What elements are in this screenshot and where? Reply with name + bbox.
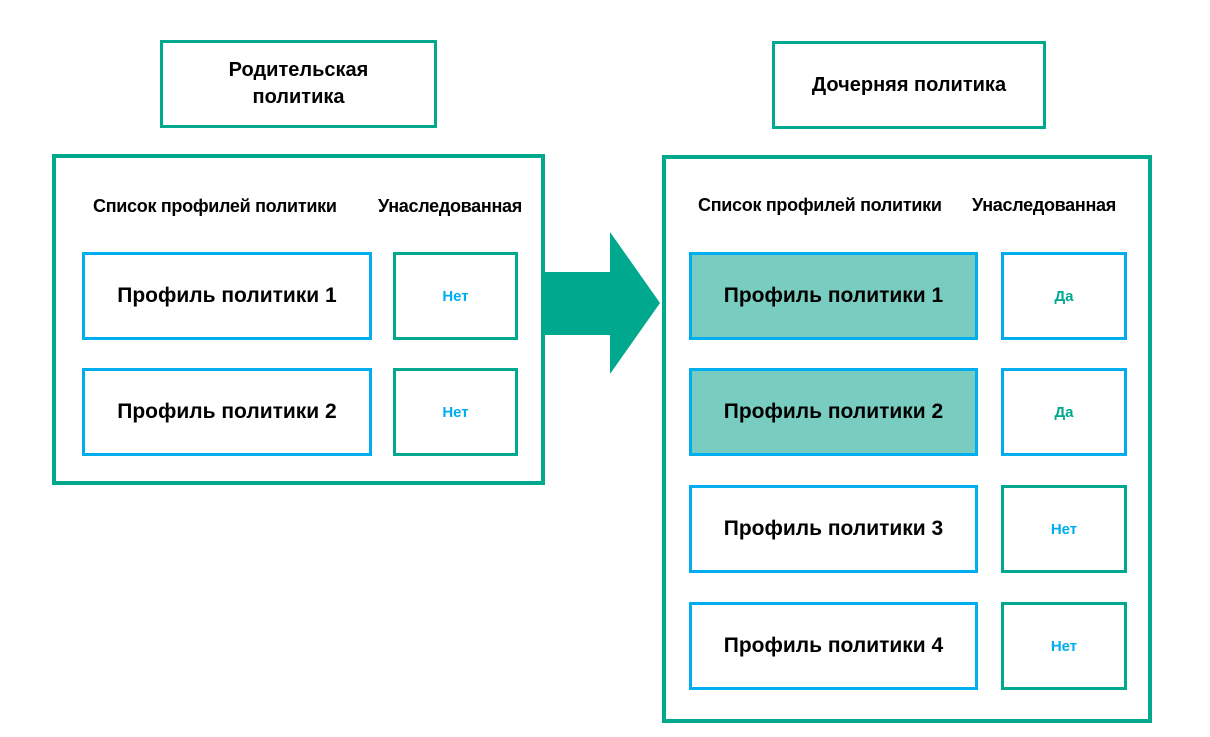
parent-policy-title: Родительская политика: [228, 59, 369, 108]
child-policy-title: Дочерняя политика: [811, 73, 1007, 96]
parent-profile-1-inherited-status-box: Нет: [393, 252, 518, 340]
parent-inherited-column-header: Унаследованная: [378, 196, 522, 216]
parent-profile-2-inherited-status-box: Нет: [393, 368, 518, 456]
inheritance-arrow-icon: [544, 232, 660, 374]
child-policy-profile-4-box: Профиль политики 4: [689, 602, 978, 690]
child-policy-panel: Список профилей политики Унаследованная …: [662, 155, 1152, 723]
child-profile-1-inherited-value: Да: [1054, 287, 1074, 305]
child-profile-4-inherited-value: Нет: [1050, 637, 1078, 655]
child-policy-profile-4-label: Профиль политики 4: [723, 634, 944, 657]
child-policy-profile-3-box: Профиль политики 3: [689, 485, 978, 573]
child-profile-1-inherited-status-box: Да: [1001, 252, 1127, 340]
child-profile-3-inherited-value: Нет: [1050, 520, 1078, 538]
parent-policy-panel: Список профилей политики Унаследованная …: [52, 154, 545, 485]
parent-policy-title-box: Родительская политика: [160, 40, 437, 128]
child-profiles-column-header: Список профилей политики: [698, 195, 942, 215]
parent-profile-1-inherited-value: Нет: [442, 287, 469, 305]
child-policy-profile-1-box: Профиль политики 1: [689, 252, 978, 340]
child-profile-2-inherited-status-box: Да: [1001, 368, 1127, 456]
parent-profiles-column-header: Список профилей политики: [93, 196, 337, 216]
parent-policy-profile-2-box: Профиль политики 2: [82, 368, 372, 456]
child-profile-4-inherited-status-box: Нет: [1001, 602, 1127, 690]
child-policy-profile-1-label: Профиль политики 1: [723, 284, 944, 307]
child-policy-profile-3-label: Профиль политики 3: [723, 517, 944, 540]
parent-policy-profile-1-label: Профиль политики 1: [117, 284, 337, 307]
parent-policy-profile-2-label: Профиль политики 2: [117, 400, 337, 423]
child-inherited-column-header: Унаследованная: [972, 195, 1116, 215]
child-policy-title-box: Дочерняя политика: [772, 41, 1046, 129]
parent-profile-2-inherited-value: Нет: [442, 403, 469, 421]
parent-policy-profile-1-box: Профиль политики 1: [82, 252, 372, 340]
child-policy-profile-2-box: Профиль политики 2: [689, 368, 978, 456]
child-profile-2-inherited-value: Да: [1054, 403, 1074, 421]
child-policy-profile-2-label: Профиль политики 2: [723, 400, 944, 423]
child-profile-3-inherited-status-box: Нет: [1001, 485, 1127, 573]
